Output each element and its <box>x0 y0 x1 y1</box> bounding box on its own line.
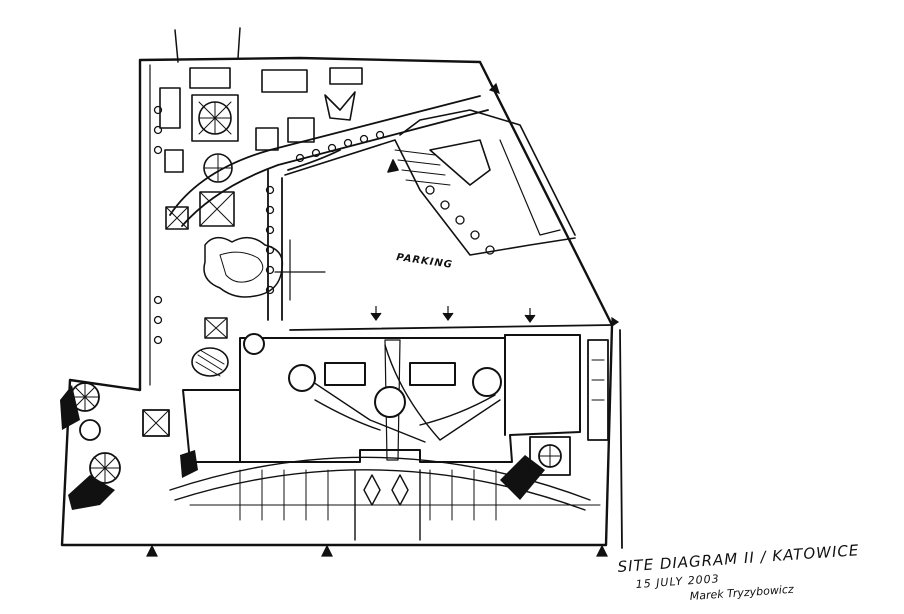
shadow-hatching <box>60 385 545 510</box>
street-tree-row <box>169 95 613 331</box>
east-pavilion <box>529 339 609 476</box>
site-axis-line <box>274 239 326 301</box>
oval-structure <box>191 347 229 377</box>
parking-area <box>284 109 576 256</box>
west-pavilions <box>70 382 170 484</box>
main-complex <box>182 334 581 463</box>
caption-block: SITE DIAGRAM II / KATOWICE 15 JULY 2003 … <box>617 541 860 603</box>
tree-dots <box>153 105 495 345</box>
parking-label: PARKING <box>396 252 454 271</box>
caption-title: SITE DIAGRAM II / KATOWICE <box>617 541 860 576</box>
site-boundary <box>60 27 623 549</box>
courtyard-garden <box>203 236 284 339</box>
entrance-arrows <box>146 82 620 557</box>
caption-date: 15 JULY 2003 <box>635 572 720 591</box>
nw-building-cluster <box>159 67 363 230</box>
rotundas <box>243 333 502 418</box>
